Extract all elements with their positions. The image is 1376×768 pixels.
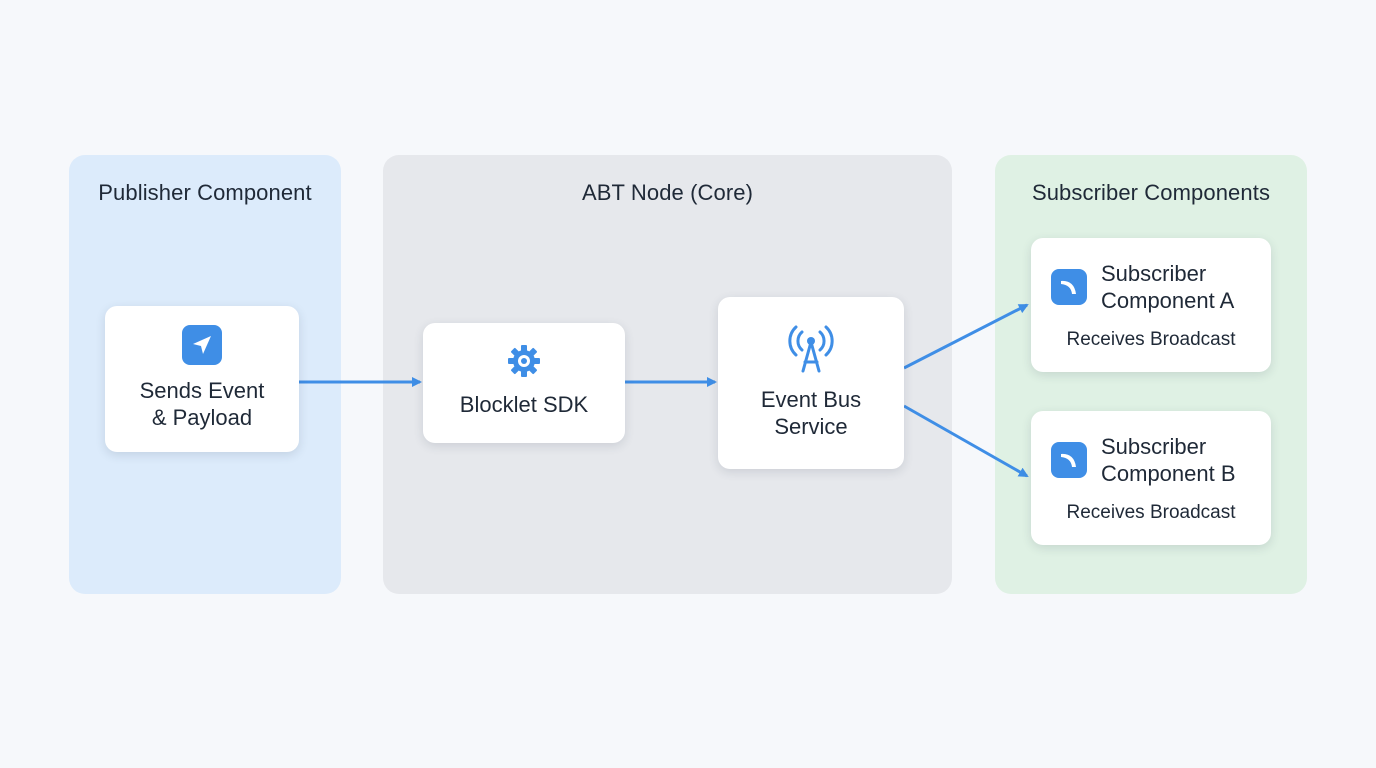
event-bus-line2: Service <box>774 414 848 439</box>
publisher-node[interactable]: Sends Event & Payload <box>105 306 299 452</box>
publisher-node-line1: Sends Event <box>139 378 265 403</box>
subscriber-a-node[interactable]: Subscriber Component A Receives Broadcas… <box>1031 238 1271 372</box>
blocklet-sdk-label: Blocklet SDK <box>459 392 589 417</box>
publisher-node-line2: & Payload <box>151 405 253 430</box>
subscriber-b-line2: Component B <box>1101 461 1236 486</box>
arrow-bus-to-subscriber-a <box>903 303 1029 370</box>
publisher-group-title: Publisher Component <box>98 180 312 205</box>
subscriber-app-icon <box>1051 442 1087 483</box>
core-group-title: ABT Node (Core) <box>581 180 754 205</box>
antenna-icon <box>788 324 834 379</box>
arrow-bus-to-subscriber-b <box>903 404 1029 478</box>
event-bus-node[interactable]: Event Bus Service <box>718 297 904 469</box>
send-icon <box>182 325 222 370</box>
subscriber-b-line1: Subscriber <box>1101 434 1207 459</box>
subscriber-b-node[interactable]: Subscriber Component B Receives Broadcas… <box>1031 411 1271 545</box>
blocklet-sdk-node[interactable]: Blocklet SDK <box>423 323 625 443</box>
subscriber-a-line2: Component A <box>1101 288 1235 313</box>
subscriber-a-caption: Receives Broadcast <box>1066 329 1236 350</box>
subscribers-group-title: Subscriber Components <box>1031 180 1271 205</box>
subscriber-a-line1: Subscriber <box>1101 261 1207 286</box>
subscriber-b-caption: Receives Broadcast <box>1066 502 1236 523</box>
subscriber-app-icon <box>1051 269 1087 310</box>
gear-icon <box>506 343 542 384</box>
event-bus-line1: Event Bus <box>760 387 862 412</box>
